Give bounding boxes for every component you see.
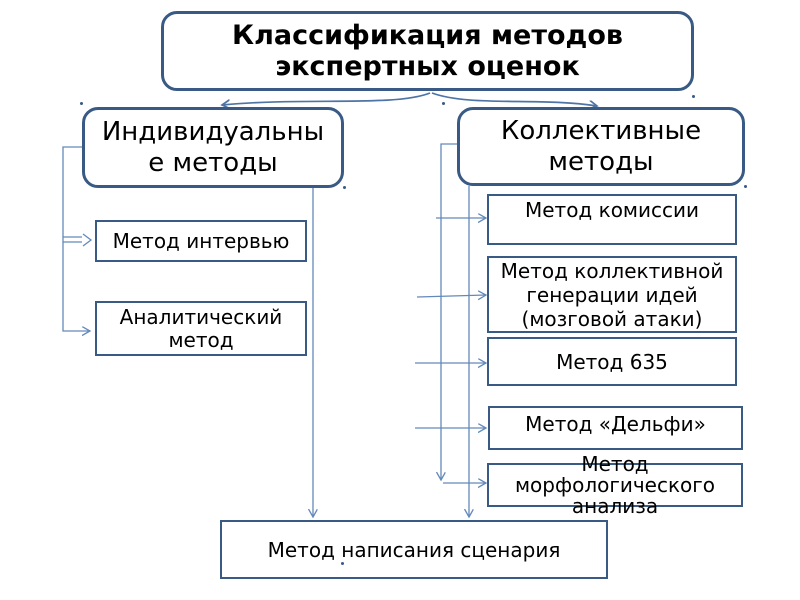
commission-method-box: Метод комиссии bbox=[487, 194, 737, 245]
analytical-method-label: Аналитический метод bbox=[119, 304, 283, 352]
anchor-dot bbox=[442, 102, 445, 105]
anchor-dot bbox=[692, 95, 695, 98]
interview-method-box: Метод интервью bbox=[95, 220, 307, 262]
collective-methods-box: Коллективные методы bbox=[457, 107, 745, 186]
anchor-dot bbox=[80, 102, 83, 105]
individual-methods-box: Индивидуальны е методы bbox=[82, 107, 344, 188]
interview-method-label: Метод интервью bbox=[112, 229, 290, 253]
title-box-label: Классификация методов экспертных оценок bbox=[232, 20, 623, 82]
individual-methods-label: Индивидуальны е методы bbox=[101, 116, 325, 178]
title-box: Классификация методов экспертных оценок bbox=[161, 11, 694, 91]
method-635-label: Метод 635 bbox=[556, 349, 668, 374]
generation-method-label: Метод коллективной генерации идей (мозго… bbox=[500, 258, 724, 331]
method-635-box: Метод 635 bbox=[487, 337, 737, 386]
arrowhead-interview bbox=[82, 233, 93, 247]
arrow-to-generation bbox=[416, 295, 486, 297]
arrow-title-to-collective bbox=[431, 92, 597, 106]
anchor-dot bbox=[343, 186, 346, 189]
morphological-method-box: Метод морфологического анализа bbox=[487, 453, 743, 516]
connector-individual-to-analytical bbox=[62, 146, 90, 331]
anchor-dot bbox=[341, 562, 344, 565]
delphi-method-box: Метод «Дельфи» bbox=[488, 406, 743, 450]
analytical-method-box: Аналитический метод bbox=[95, 301, 307, 356]
connector-collective-left-rail bbox=[441, 143, 457, 480]
anchor-dot bbox=[744, 185, 747, 188]
morphological-method-label: Метод морфологического анализа bbox=[514, 451, 716, 518]
commission-method-label: Метод комиссии bbox=[524, 198, 700, 222]
delphi-method-label: Метод «Дельфи» bbox=[525, 412, 706, 436]
arrow-title-to-individual bbox=[222, 92, 431, 105]
collective-methods-label: Коллективные методы bbox=[500, 115, 702, 177]
scenario-method-box: Метод написания сценария bbox=[220, 520, 608, 579]
scenario-method-label: Метод написания сценария bbox=[267, 537, 561, 562]
generation-method-box: Метод коллективной генерации идей (мозго… bbox=[487, 256, 737, 333]
